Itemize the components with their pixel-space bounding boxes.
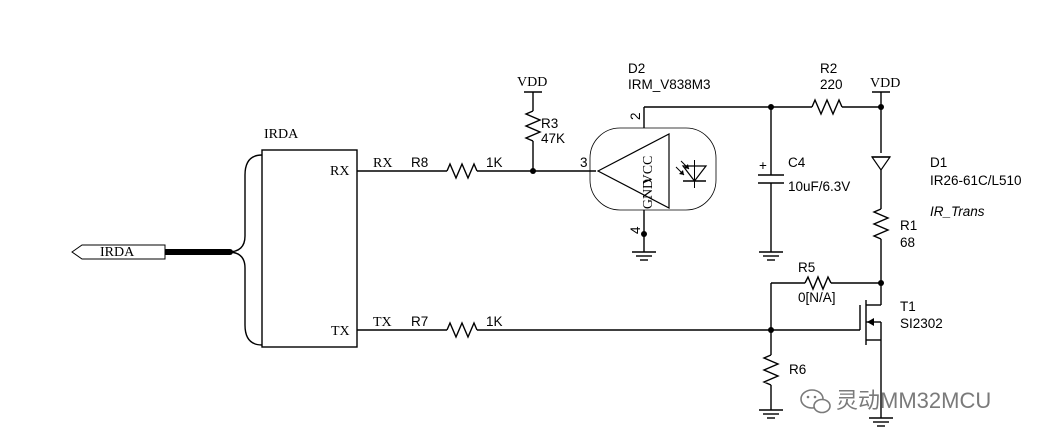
r8-ref: R8 (411, 155, 428, 170)
mosfet-t1[interactable] (859, 300, 882, 418)
t1-part: SI2302 (900, 316, 943, 331)
junction-vdd-right (878, 104, 884, 110)
irda-pin-tx: TX (331, 324, 350, 339)
watermark-text: 灵动MM32MCU (836, 388, 991, 413)
junction-d2-gnd (641, 231, 647, 237)
r2-value: 220 (820, 77, 843, 92)
r2-ref: R2 (820, 61, 837, 76)
r3-value: 47K (541, 131, 565, 146)
irda-pin-rx: RX (330, 164, 349, 179)
r7-ref: R7 (411, 314, 428, 329)
ir-led-d1[interactable] (870, 156, 892, 209)
r5-value: 0[N/A] (798, 290, 836, 305)
r1-ref: R1 (900, 218, 917, 233)
vdd-right-label: VDD (870, 76, 900, 91)
ir-receiver-d2[interactable] (589, 127, 717, 211)
ground-d2-icon (632, 251, 656, 261)
d1-ref: D1 (930, 155, 947, 170)
vdd-left-label: VDD (517, 75, 547, 90)
resistor-r7[interactable] (446, 321, 478, 339)
r6-ref: R6 (789, 362, 806, 377)
d1-part: IR26-61C/L510 (930, 173, 1022, 188)
irda-block (261, 149, 358, 348)
d2-part: IRM_V838M3 (628, 77, 711, 92)
resistor-r2[interactable] (811, 98, 843, 116)
resistor-r8[interactable] (446, 162, 478, 180)
irda-connector[interactable] (71, 244, 166, 260)
t1-ref: T1 (900, 299, 916, 314)
connector-label: IRDA (100, 245, 135, 260)
c4-value: 10uF/6.3V (788, 179, 850, 194)
c4-ref: C4 (788, 155, 806, 170)
d2-gnd-label: GND (641, 179, 656, 209)
r3-ref: R3 (541, 116, 558, 131)
r7-value: 1K (486, 314, 503, 329)
bus-bracket-lower (227, 251, 263, 346)
net-label-tx: TX (373, 315, 392, 330)
resistor-r5[interactable] (804, 275, 832, 291)
c4-polarity: + (759, 158, 767, 173)
d2-pin2: 2 (628, 112, 643, 120)
junction-gate (768, 327, 774, 333)
d2-pin4: 4 (628, 226, 643, 234)
receiver-amplifier (596, 133, 670, 209)
irda-block-title: IRDA (264, 127, 299, 142)
r1-value: 68 (900, 235, 915, 250)
r5-ref: R5 (798, 260, 815, 275)
wechat-logo-icon (800, 389, 831, 414)
resistor-r1[interactable] (872, 208, 890, 240)
d2-vcc-label: VCC (641, 156, 656, 185)
d2-ref: D2 (628, 61, 645, 76)
bus-bracket-upper (227, 154, 263, 253)
ground-c4-icon (759, 251, 783, 261)
d1-desc: IR_Trans (930, 204, 985, 219)
ground-r6-icon (759, 409, 783, 419)
resistor-r6[interactable] (762, 354, 780, 386)
resistor-r3[interactable] (524, 110, 542, 142)
d2-pin3: 3 (580, 155, 588, 170)
ground-t1-icon (869, 417, 893, 427)
photodiode-icon (675, 160, 708, 188)
r8-value: 1K (486, 155, 503, 170)
net-label-rx: RX (373, 156, 392, 171)
